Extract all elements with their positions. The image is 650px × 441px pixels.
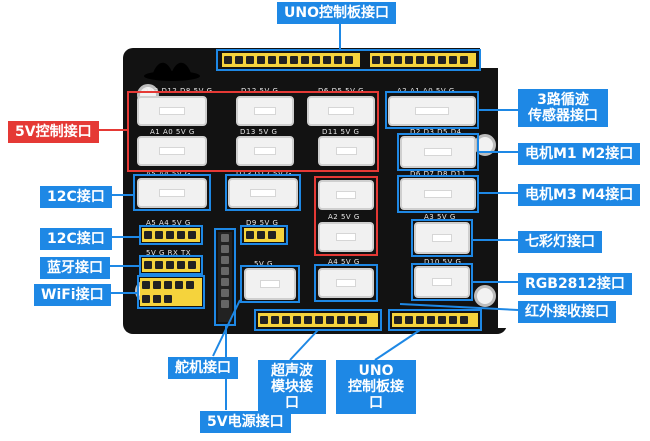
highlight-bluetooth [139,255,203,275]
label-uno-bottom: UNO 控制板接口 [336,360,416,414]
highlight-i2c-1 [133,174,211,211]
label-i2c-1: 12C接口 [40,186,112,208]
mounting-hole [474,285,496,307]
highlight-tracking [385,91,479,129]
logo-mark [144,62,200,81]
connector-d6-d5 [307,96,375,126]
connector-rgb2812 [414,266,470,298]
highlight-power [214,228,236,326]
highlight-uno-top [216,49,481,71]
connector-tracking [388,96,476,126]
connector-motor-m1m2 [400,136,476,168]
silk-text: D11 5V G [322,128,360,136]
uno-header-top-right [370,53,476,67]
d9-header-pins [244,228,284,242]
connector-d13-d12-d8 [137,96,207,126]
connector-rainbow-led [414,222,470,254]
uno-header-bottom-right [392,313,478,327]
silk-text: D6 D7 D8 D11 [410,170,467,178]
label-bluetooth: 蓝牙接口 [40,257,110,279]
connector-a1-a0 [137,136,207,166]
label-uno-bottom-line1: UNO [358,363,394,379]
label-wifi: WiFi接口 [34,284,111,306]
highlight-ultrasonic-red [314,176,378,256]
highlight-wifi [137,275,205,309]
highlight-d13-d12 [225,174,301,211]
silk-text: 5V G [254,260,273,268]
silk-text: A4 5V G [328,258,360,266]
silk-text: A5 A4 5V G [146,219,191,227]
board-notch-right [498,68,510,328]
silk-text: D2 D3 D5 D4 [410,128,462,136]
highlight-rgb2812 [411,263,473,301]
label-tracking-line2: 传感器接口 [528,108,598,124]
board-notch-right-top [480,48,510,68]
highlight-motor-m3m4 [397,175,479,213]
label-ultrasonic-line1: 超声波 [271,363,313,379]
connector-d12 [236,96,294,126]
silk-text: 5V G RX TX [146,249,192,257]
bluetooth-header-pins [142,258,200,272]
label-tracking-line1: 3路循迹 [537,92,589,108]
highlight-i2c-2 [139,225,203,245]
label-ultrasonic-line2: 模块接口 [271,379,313,411]
connector-a2 [318,222,374,252]
silk-text: D13 5V G [240,128,278,136]
highlight-servo [240,265,300,303]
i2c-header-pins [142,228,200,242]
silk-text: A1 A0 5V G [150,128,195,136]
highlight-rainbow [411,219,473,257]
connector-d11 [318,136,375,166]
connector-ultrasonic [318,180,374,210]
label-rgb2812: RGB2812接口 [518,273,632,295]
connector-d13 [236,136,294,166]
connector-motor-m3m4 [400,178,476,210]
label-uno-bottom-line2: 控制板接口 [348,379,404,411]
connector-d13-d12 [228,178,298,208]
silk-text: D9 5V G [246,219,279,227]
uno-header-bottom-left [258,313,378,327]
highlight-uno-bottom-right [388,309,482,331]
connector-a4 [318,268,374,298]
silk-text: A2 5V G [328,213,360,221]
connector-servo [244,268,296,300]
silk-text: A3 5V G [424,213,456,221]
label-power-5v: 5V电源接口 [200,411,291,433]
uno-header-top-left [222,53,360,67]
highlight-5v-control [127,91,379,172]
label-5v-control: 5V控制接口 [8,121,99,143]
label-i2c-2: 12C接口 [40,228,112,250]
label-motor-m1m2: 电机M1 M2接口 [518,143,641,165]
label-uno-top: UNO控制板接口 [277,2,396,24]
highlight-d9 [240,225,288,245]
connector-i2c-a5-a4 [137,178,207,208]
label-servo: 舵机接口 [168,357,238,379]
power-header-pins [218,232,232,322]
label-ultrasonic: 超声波 模块接口 [258,360,326,414]
silk-text: D10 5V G [424,258,462,266]
label-rainbow-led: 七彩灯接口 [518,231,602,253]
wifi-header-pins [140,278,202,306]
label-tracking-sensor: 3路循迹 传感器接口 [518,89,608,127]
highlight-motor-m1m2 [397,133,479,171]
highlight-a4-sensor [314,264,378,302]
label-ir-receiver: 红外接收接口 [518,301,616,323]
label-motor-m3m4: 电机M3 M4接口 [518,184,641,206]
